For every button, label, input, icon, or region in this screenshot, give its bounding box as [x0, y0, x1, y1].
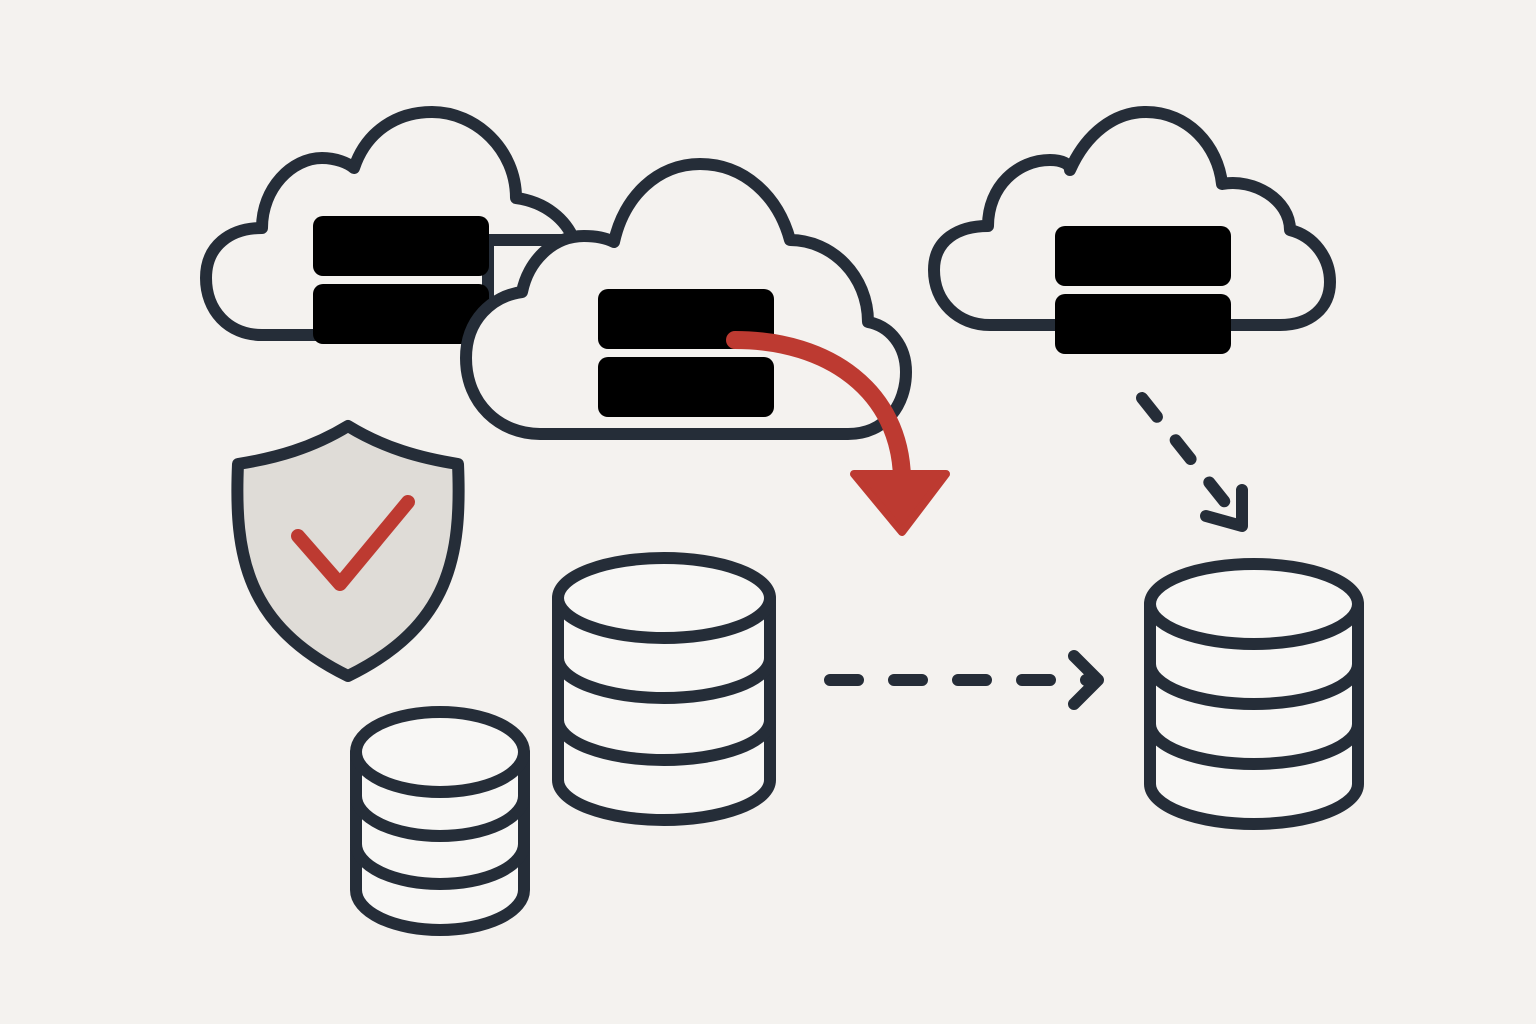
- database-small: [350, 706, 530, 936]
- dashed-arrow-icon: [824, 650, 1104, 710]
- shield-check-icon: [231, 420, 465, 682]
- cloud-left: [200, 106, 580, 344]
- dashed-arrow-icon: [1136, 392, 1248, 532]
- database-right: [1144, 558, 1364, 830]
- database-center: [552, 552, 776, 826]
- cloud-center: [460, 158, 912, 440]
- database-icon: [1144, 558, 1364, 830]
- cloud-right-outline: [928, 106, 1336, 331]
- check-mark: [291, 495, 415, 591]
- cloud-right: [928, 106, 1336, 354]
- curved-arrow-icon: [726, 331, 950, 536]
- database-icon: [552, 552, 776, 826]
- database-icon: [350, 706, 530, 936]
